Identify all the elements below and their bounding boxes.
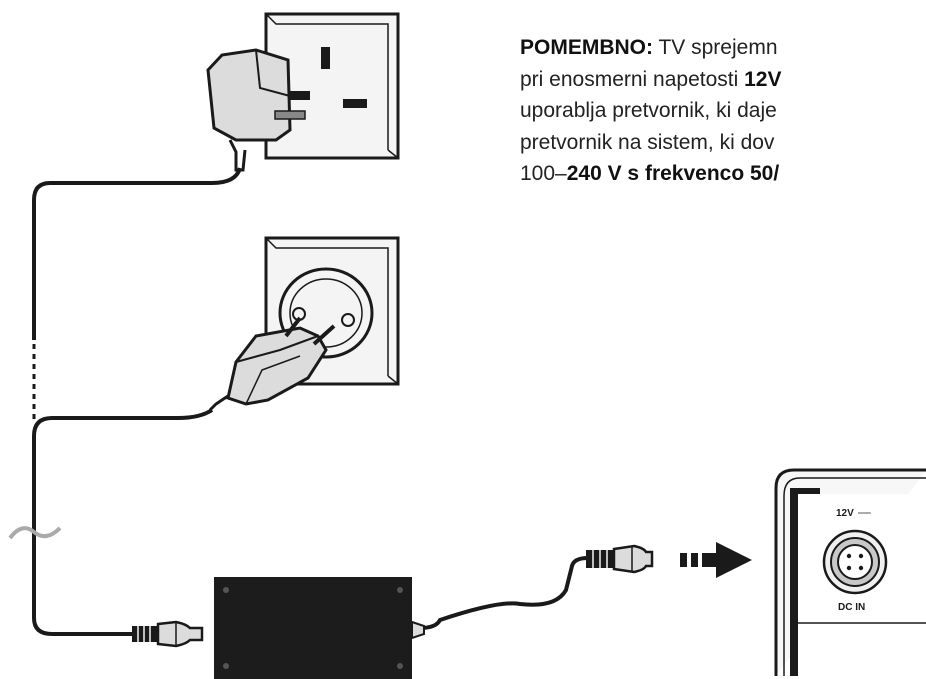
dc-symbol-icon: ═══	[857, 511, 872, 517]
note-line-1: POMEMBNO: TV sprejemn	[520, 36, 778, 59]
port-voltage-label: 12V	[836, 508, 854, 519]
note-line-2: pri enosmerni napetosti 12V	[520, 67, 782, 91]
ac-connector	[132, 620, 204, 648]
dc-in-port: 12V ═══ DC IN	[822, 508, 888, 613]
uk-plug-pin	[274, 110, 306, 120]
cable-wave-marker	[8, 526, 62, 540]
eu-socket-hole-right	[341, 313, 355, 327]
eu-plug-pin-left	[284, 316, 302, 338]
important-note: POMEMBNO: TV sprejemn pri enosmerni nape…	[520, 32, 926, 272]
dc-output-cable	[412, 556, 589, 630]
uk-plug	[206, 48, 306, 172]
dc-plug	[586, 544, 654, 574]
dc-cable-strain-relief	[411, 620, 425, 640]
note-line-3: uporablja pretvornik, ki daje	[520, 99, 777, 122]
eu-plug-cable	[32, 408, 214, 636]
note-line-5: 100–240 V s frekvenco 50/	[520, 162, 780, 185]
uk-socket-earth-slot	[321, 47, 330, 69]
power-adapter	[214, 577, 412, 679]
note-important-label: POMEMBNO:	[520, 36, 653, 59]
uk-socket-neutral-slot	[343, 99, 367, 108]
uk-socket-live-slot	[286, 91, 310, 100]
port-label: DC IN	[838, 602, 865, 613]
note-line-4: pretvornik na sistem, ki dov	[520, 130, 775, 154]
eu-plug-pin-right	[312, 324, 336, 346]
eu-plug	[208, 316, 336, 412]
insert-arrow	[680, 542, 752, 578]
uk-plug-cable	[32, 167, 242, 340]
